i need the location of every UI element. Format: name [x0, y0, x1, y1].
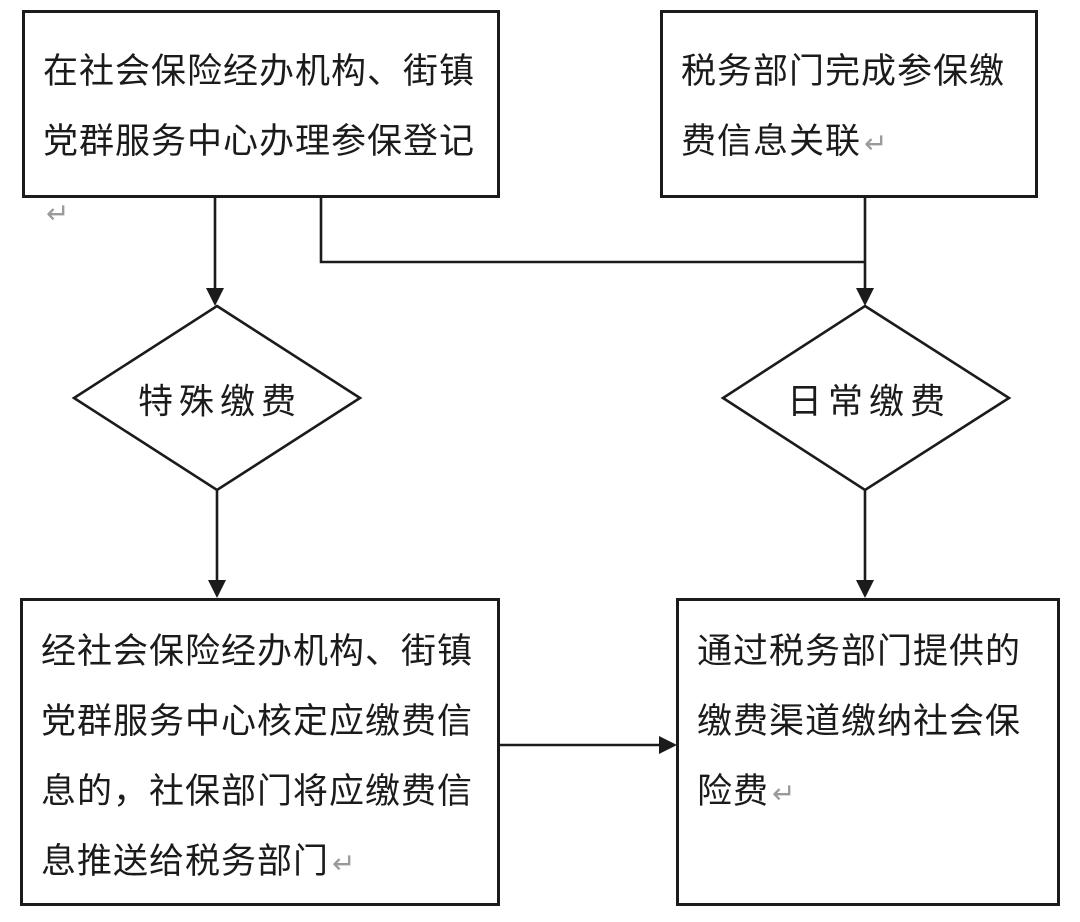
arrowhead-daily-to-pay — [856, 580, 874, 598]
node-verify-label: 经社会保险经办机构、街镇 党群服务中心核定应缴费信 息的，社保部门将应缴费信 息… — [41, 632, 474, 881]
node-register-label: 在社会保险经办机构、街镇 党群服务中心办理参保登记 — [43, 52, 476, 161]
arrowhead-special-to-verify — [208, 580, 226, 598]
node-verify-box: 经社会保险经办机构、街镇 党群服务中心核定应缴费信 息的，社保部门将应缴费信 息… — [20, 598, 500, 906]
arrowhead-verify-to-pay — [659, 736, 677, 754]
paragraph-return-mark: ↵ — [864, 128, 889, 159]
node-pay-label: 通过税务部门提供的 缴费渠道缴纳社会保 险费 — [697, 632, 1022, 811]
node-register-box: 在社会保险经办机构、街镇 党群服务中心办理参保登记 ↵ — [22, 10, 500, 229]
node-verify-text: 经社会保险经办机构、街镇 党群服务中心核定应缴费信 息的，社保部门将应缴费信 息… — [23, 601, 497, 899]
paragraph-return-mark: ↵ — [772, 778, 797, 809]
node-tax-link-box: 税务部门完成参保缴 费信息关联↵ — [660, 10, 1038, 198]
paragraph-return-mark: ↵ — [332, 848, 357, 879]
arrowhead-taxlink-to-daily — [856, 288, 874, 306]
node-tax-link-label: 税务部门完成参保缴 费信息关联 — [681, 52, 1006, 161]
arrowhead-register-to-special — [206, 288, 224, 306]
node-pay-text: 通过税务部门提供的 缴费渠道缴纳社会保 险费↵ — [679, 601, 1057, 829]
diamond-daily-payment-label: 日常缴费 — [786, 382, 952, 422]
node-register-text: 在社会保险经办机构、街镇 党群服务中心办理参保登记 ↵ — [25, 13, 497, 249]
paragraph-return-mark: ↵ — [46, 198, 71, 229]
diamond-special-payment-label: 特殊缴费 — [137, 382, 303, 422]
connector-register-to-daily-elbow — [319, 198, 865, 264]
node-pay-box: 通过税务部门提供的 缴费渠道缴纳社会保 险费↵ — [676, 598, 1060, 906]
node-tax-link-text: 税务部门完成参保缴 费信息关联↵ — [663, 13, 1035, 179]
